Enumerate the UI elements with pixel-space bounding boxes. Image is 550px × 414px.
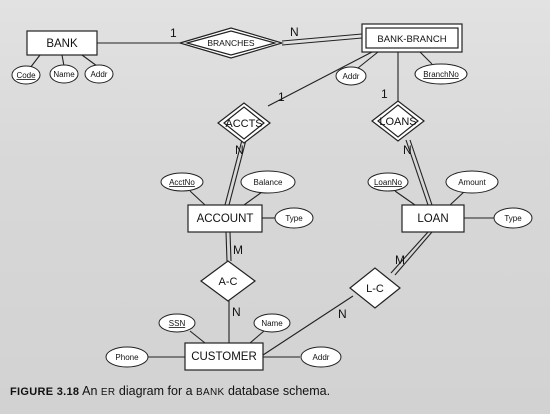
edge-loan-amount xyxy=(449,190,466,206)
edge-account-ac-a xyxy=(225,231,228,262)
entity-loan: LOAN xyxy=(401,204,465,233)
cardinality-branches-bank: 1 xyxy=(170,26,177,40)
cardinality-loans-branch: 1 xyxy=(381,87,388,101)
attribute-customer-phone: Phone xyxy=(105,346,149,368)
figure-number: FIGURE 3.18 xyxy=(10,386,80,398)
edge-lc-customer xyxy=(262,295,354,356)
edge-branch-addr xyxy=(357,51,379,69)
entity-bank-branch: BANK-BRANCH xyxy=(361,23,463,53)
edge-bank-code xyxy=(29,54,41,69)
attribute-customer-ssn: SSN xyxy=(158,313,196,333)
entity-customer-label: CUSTOMER xyxy=(191,351,257,363)
edge-loan-lc-a xyxy=(390,231,429,274)
caption-er: ER xyxy=(100,387,116,398)
relationship-loans-label: LOANS xyxy=(379,116,416,128)
er-diagram: BANK BANK-BRANCH ACCOUNT LOAN CUSTOMER B… xyxy=(11,23,533,371)
attribute-bank-name: Name xyxy=(49,64,79,84)
caption-bank: BANK xyxy=(196,387,225,398)
attribute-loan-type: Type xyxy=(493,207,533,229)
relationship-accts: ACCTS xyxy=(217,102,271,144)
attribute-account-balance: Balance xyxy=(240,170,296,194)
edge-account-acctno xyxy=(189,190,206,206)
cardinality-loans-loan: N xyxy=(403,143,412,157)
caption-text-middle: diagram for a xyxy=(118,384,193,398)
attribute-loan-amount-label: Amount xyxy=(458,178,486,187)
edge-accts-account-b xyxy=(228,139,247,206)
relationship-branches-label: BRANCHES xyxy=(207,38,255,48)
attribute-loan-type-label: Type xyxy=(504,214,522,223)
entity-bank-label: BANK xyxy=(46,38,78,50)
caption-text-after: database schema. xyxy=(227,384,331,398)
edge-branch-branchno xyxy=(419,51,433,65)
attribute-bank-code-label: Code xyxy=(16,71,36,80)
attribute-loan-loanno-label: LoanNo xyxy=(374,178,403,187)
edge-loans-loan-b xyxy=(409,139,433,206)
attribute-account-balance-label: Balance xyxy=(254,178,283,187)
attribute-branch-branchno-label: BranchNo xyxy=(423,70,459,79)
attribute-account-acctno-label: AcctNo xyxy=(169,178,195,187)
entity-account: ACCOUNT xyxy=(187,204,263,233)
edge-loan-lc-b xyxy=(394,231,433,276)
attribute-branch-addr-label: Addr xyxy=(343,72,360,81)
attribute-customer-addr: Addr xyxy=(300,346,342,368)
figure-caption: FIGURE 3.18 An ER diagram for a BANK dat… xyxy=(10,384,330,398)
attribute-bank-name-label: Name xyxy=(53,70,75,79)
edge-branches-bankbranch-b xyxy=(281,37,363,46)
relationship-branches: BRANCHES xyxy=(177,27,285,59)
edge-bank-addr xyxy=(81,54,98,67)
attribute-customer-addr-label: Addr xyxy=(313,353,330,362)
cardinality-accts-branch: 1 xyxy=(278,90,285,104)
edge-bankbranch-accts xyxy=(267,51,373,107)
entity-loan-label: LOAN xyxy=(417,213,448,225)
relationship-a-c-label: A-C xyxy=(219,276,238,288)
entity-account-label: ACCOUNT xyxy=(197,213,254,225)
cardinality-branches-branch: N xyxy=(290,25,299,39)
entity-bank-branch-label: BANK-BRANCH xyxy=(377,34,446,45)
attribute-bank-addr: Addr xyxy=(84,64,114,84)
attribute-customer-name: Name xyxy=(253,313,291,333)
edge-branches-bankbranch-a xyxy=(281,33,363,42)
edge-loans-loan-a xyxy=(405,139,429,206)
entity-bank: BANK xyxy=(26,30,98,56)
relationship-a-c: A-C xyxy=(199,260,257,302)
cardinality-ac-account: M xyxy=(233,243,243,257)
edge-accts-account-a xyxy=(224,139,243,206)
attribute-branch-addr: Addr xyxy=(335,66,367,86)
cardinality-ac-customer: N xyxy=(232,305,241,319)
attribute-loan-amount: Amount xyxy=(445,170,499,194)
attribute-branch-branchno: BranchNo xyxy=(414,63,468,85)
attribute-bank-addr-label: Addr xyxy=(91,70,108,79)
attribute-customer-name-label: Name xyxy=(261,319,283,328)
cardinality-lc-loan: M xyxy=(395,253,405,267)
edge-customer-ssn xyxy=(189,330,206,344)
edge-customer-name xyxy=(249,330,265,344)
attribute-account-type-label: Type xyxy=(285,214,303,223)
relationship-l-c-label: L-C xyxy=(366,283,384,295)
attribute-account-acctno: AcctNo xyxy=(160,172,204,192)
attribute-account-type: Type xyxy=(274,207,314,229)
cardinality-accts-account: N xyxy=(235,143,244,157)
caption-text-before: An xyxy=(82,384,98,398)
cardinality-lc-customer: N xyxy=(338,307,347,321)
attribute-customer-ssn-label: SSN xyxy=(169,319,186,328)
edge-account-balance xyxy=(243,191,263,206)
relationship-loans: LOANS xyxy=(371,100,425,142)
attribute-bank-code: Code xyxy=(11,65,41,85)
attribute-customer-phone-label: Phone xyxy=(115,353,139,362)
attribute-loan-loanno: LoanNo xyxy=(367,172,409,192)
relationship-l-c: L-C xyxy=(349,267,401,309)
edge-loan-loanno xyxy=(394,190,416,206)
edge-account-ac-b xyxy=(229,231,232,262)
edge-bank-name xyxy=(61,54,65,67)
relationship-accts-label: ACCTS xyxy=(225,118,262,130)
entity-customer: CUSTOMER xyxy=(184,342,264,371)
